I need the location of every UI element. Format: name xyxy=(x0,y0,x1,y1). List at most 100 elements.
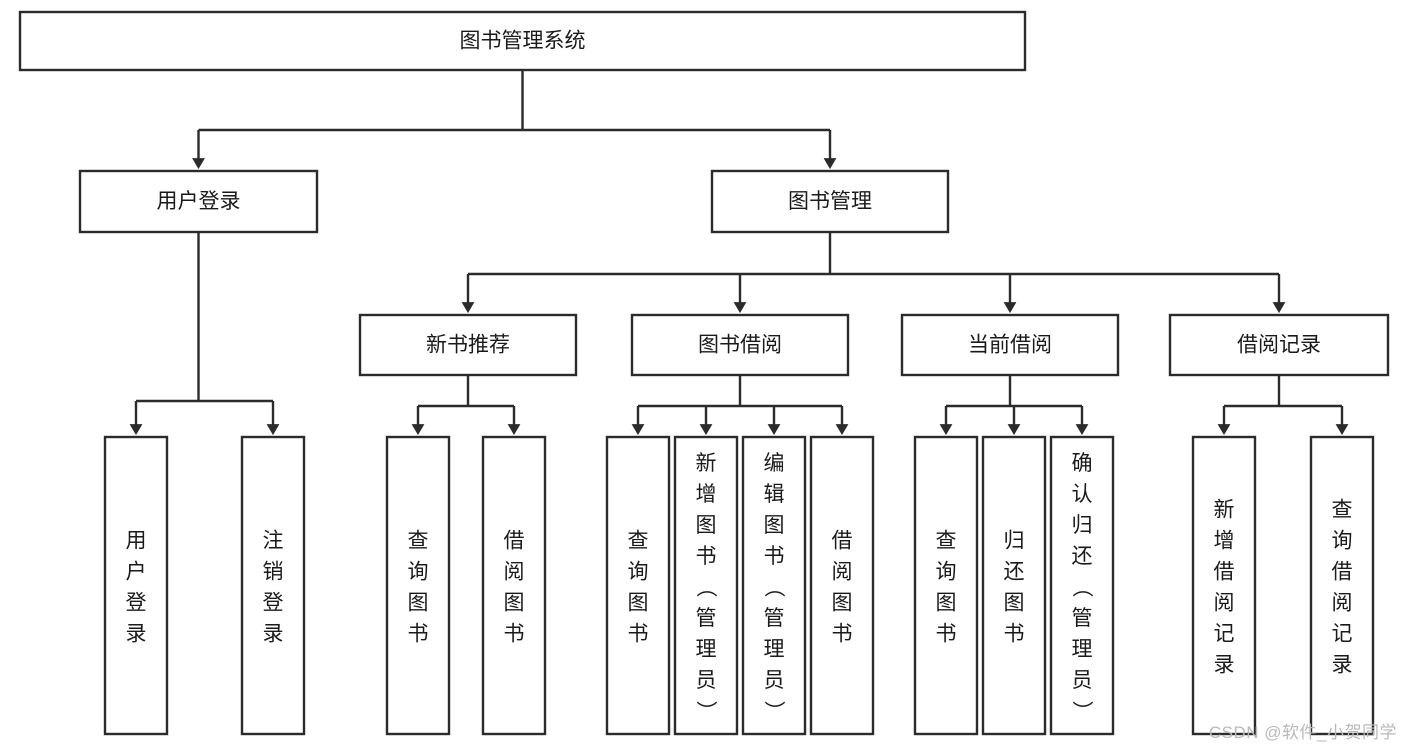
svg-text:询: 询 xyxy=(936,561,957,584)
node-leaf-query-book-2[interactable] xyxy=(605,435,671,736)
svg-text:理: 理 xyxy=(764,638,785,661)
svg-text:）: ） xyxy=(694,701,717,722)
svg-text:（: （ xyxy=(762,577,785,598)
svg-text:书: 书 xyxy=(1004,623,1025,646)
svg-text:新: 新 xyxy=(696,452,717,475)
svg-text:录: 录 xyxy=(1214,654,1235,677)
svg-text:员: 员 xyxy=(764,669,785,692)
node-current-borrow[interactable] xyxy=(900,313,1120,377)
svg-text:用: 用 xyxy=(126,530,147,553)
svg-text:书: 书 xyxy=(696,545,717,568)
svg-text:记: 记 xyxy=(1214,623,1235,646)
svg-text:阅: 阅 xyxy=(1332,592,1353,615)
node-user-login-label: 用户登录 xyxy=(157,190,241,213)
svg-text:书: 书 xyxy=(832,623,853,646)
svg-text:借: 借 xyxy=(1332,561,1353,584)
node-new-book-recommend[interactable] xyxy=(358,313,578,377)
svg-text:登: 登 xyxy=(126,592,147,615)
svg-text:图: 图 xyxy=(936,592,957,615)
svg-text:录: 录 xyxy=(126,623,147,646)
node-book-borrow[interactable] xyxy=(630,313,850,377)
node-leaf-return-book[interactable] xyxy=(981,435,1047,736)
svg-text:借: 借 xyxy=(832,530,853,553)
svg-text:阅: 阅 xyxy=(504,561,525,584)
svg-text:查: 查 xyxy=(628,530,649,553)
node-leaf-query-book-3[interactable] xyxy=(913,435,979,736)
edges-layer xyxy=(129,70,1349,436)
svg-text:询: 询 xyxy=(408,561,429,584)
svg-text:增: 增 xyxy=(696,483,717,506)
svg-text:归: 归 xyxy=(1072,514,1093,537)
node-borrow-record-label: 借阅记录 xyxy=(1237,334,1321,357)
svg-text:图: 图 xyxy=(504,592,525,615)
svg-text:增: 增 xyxy=(1214,530,1235,553)
svg-text:图: 图 xyxy=(408,592,429,615)
svg-text:阅: 阅 xyxy=(1214,592,1235,615)
svg-text:书: 书 xyxy=(504,623,525,646)
svg-text:管: 管 xyxy=(1072,607,1093,630)
node-leaf-add-book-admin[interactable] xyxy=(673,435,739,736)
svg-text:借: 借 xyxy=(1214,561,1235,584)
svg-text:）: ） xyxy=(762,701,785,722)
svg-text:认: 认 xyxy=(1072,483,1093,506)
svg-text:书: 书 xyxy=(408,623,429,646)
svg-text:查: 查 xyxy=(408,530,429,553)
svg-text:查: 查 xyxy=(1332,499,1353,522)
node-book-borrow-label: 图书借阅 xyxy=(698,334,782,357)
svg-text:记: 记 xyxy=(1332,623,1353,646)
svg-text:书: 书 xyxy=(764,545,785,568)
svg-text:理: 理 xyxy=(1072,638,1093,661)
svg-text:（: （ xyxy=(1070,577,1093,598)
svg-text:归: 归 xyxy=(1004,530,1025,553)
svg-text:登: 登 xyxy=(263,592,284,615)
svg-text:员: 员 xyxy=(1072,669,1093,692)
node-book-manage[interactable] xyxy=(710,169,950,234)
node-borrow-record[interactable] xyxy=(1168,313,1390,377)
svg-text:图: 图 xyxy=(696,514,717,537)
node-leaf-query-borrow-record[interactable] xyxy=(1309,435,1375,736)
svg-text:书: 书 xyxy=(628,623,649,646)
svg-text:（: （ xyxy=(694,577,717,598)
svg-text:询: 询 xyxy=(628,561,649,584)
svg-text:）: ） xyxy=(1070,701,1093,722)
svg-text:员: 员 xyxy=(696,669,717,692)
node-user-login[interactable] xyxy=(78,169,319,234)
svg-text:录: 录 xyxy=(1332,654,1353,677)
node-leaf-edit-book-admin[interactable] xyxy=(741,435,807,736)
node-leaf-logout-login[interactable] xyxy=(240,435,306,736)
node-leaf-user-login[interactable] xyxy=(103,435,169,736)
svg-text:询: 询 xyxy=(1332,530,1353,553)
svg-text:还: 还 xyxy=(1072,545,1093,568)
svg-text:图: 图 xyxy=(832,592,853,615)
svg-text:还: 还 xyxy=(1004,561,1025,584)
node-leaf-query-book-1[interactable] xyxy=(385,435,451,736)
svg-text:辑: 辑 xyxy=(764,483,785,506)
node-root[interactable] xyxy=(18,10,1027,72)
svg-text:管: 管 xyxy=(696,607,717,630)
node-leaf-confirm-return-admin[interactable] xyxy=(1049,435,1115,736)
node-leaf-borrow-book-2[interactable] xyxy=(809,435,875,736)
svg-text:录: 录 xyxy=(263,623,284,646)
svg-text:销: 销 xyxy=(263,561,284,584)
node-leaf-borrow-book-1[interactable] xyxy=(481,435,547,736)
svg-text:户: 户 xyxy=(126,561,147,584)
svg-text:阅: 阅 xyxy=(832,561,853,584)
node-leaf-user-login-label: 用户登录 xyxy=(126,530,147,646)
svg-text:新: 新 xyxy=(1214,499,1235,522)
svg-text:图: 图 xyxy=(764,514,785,537)
node-leaf-add-borrow-record[interactable] xyxy=(1191,435,1257,736)
svg-text:编: 编 xyxy=(764,452,785,475)
svg-text:查: 查 xyxy=(936,530,957,553)
